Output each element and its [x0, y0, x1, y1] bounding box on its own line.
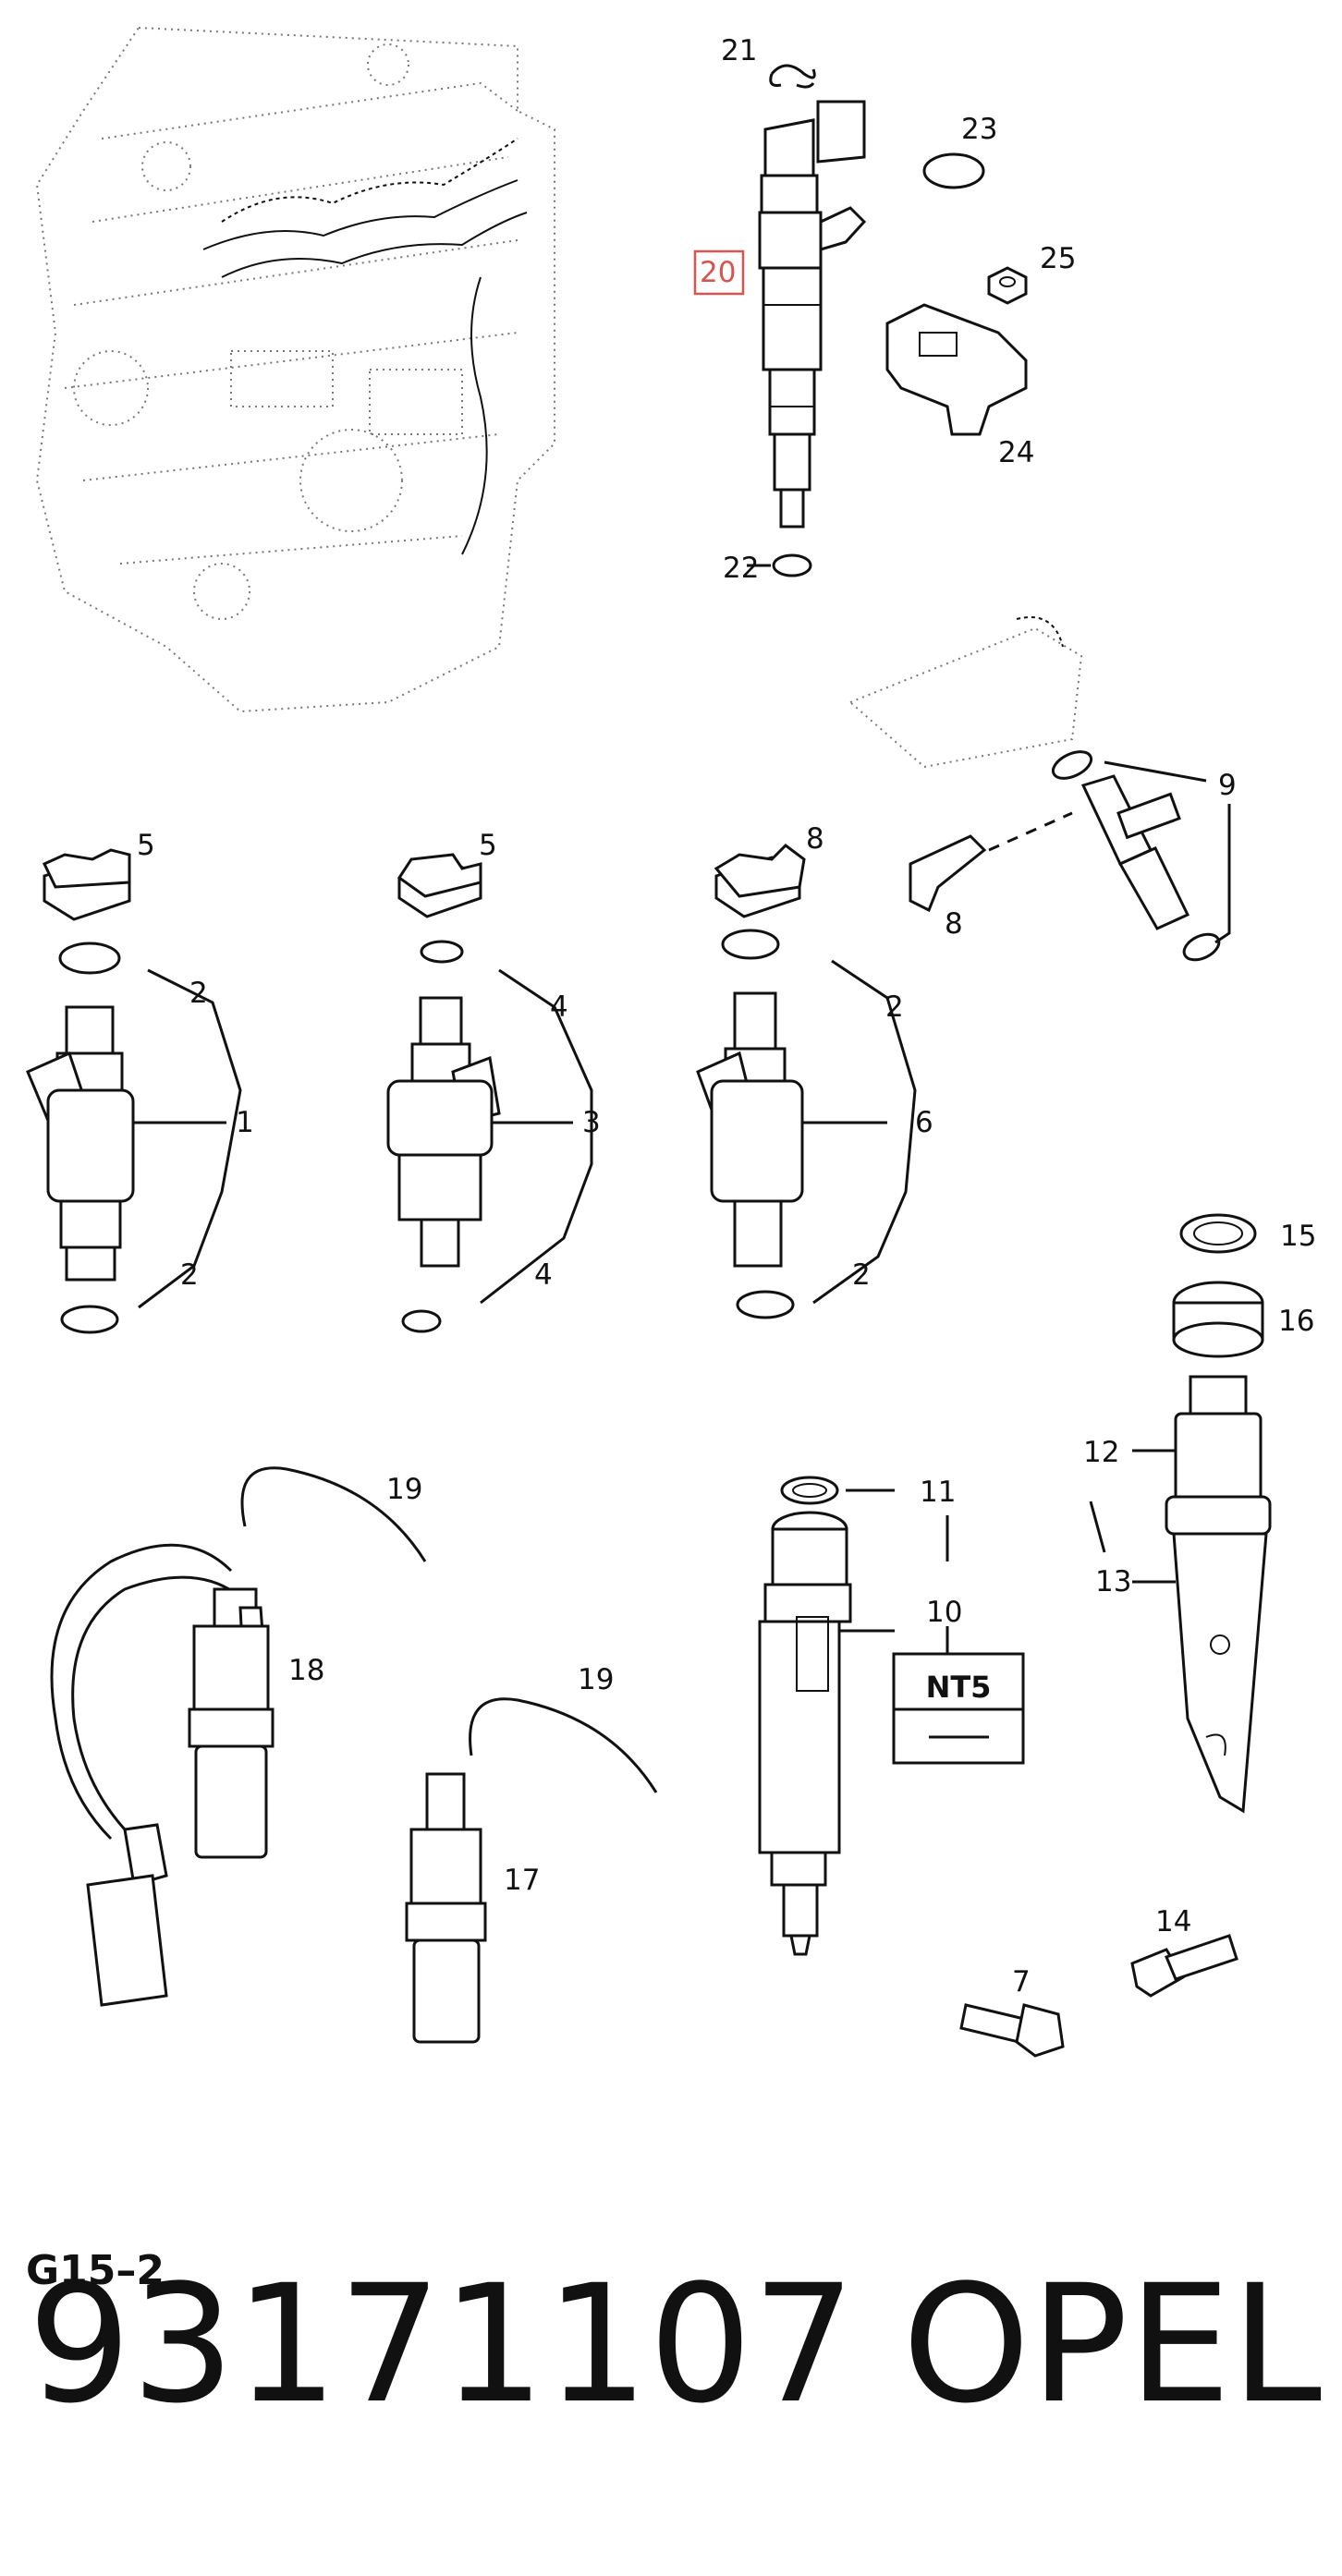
seal-15 — [1179, 1213, 1257, 1254]
injector-3 — [386, 859, 501, 1333]
brand-name: OPEL — [902, 2250, 1322, 2439]
callout-25: 25 — [1040, 242, 1076, 275]
callout-9: 9 — [1218, 769, 1237, 802]
clip-5-left — [42, 848, 131, 889]
clip-21 — [769, 64, 816, 89]
clip-5-middle — [396, 853, 482, 898]
callout-16: 16 — [1278, 1305, 1314, 1338]
sensor-17 — [405, 1772, 487, 2044]
callout-12: 12 — [1083, 1436, 1119, 1469]
callout-2-c: 2 — [885, 990, 904, 1024]
injector-6 — [696, 856, 804, 1319]
callout-18: 18 — [288, 1654, 324, 1687]
common-rail-injector — [758, 100, 867, 529]
injector-10 — [758, 1511, 852, 1956]
part-number-footer: 93171107 OPEL — [28, 2264, 1322, 2426]
callout-11: 11 — [920, 1476, 956, 1509]
bolt-7 — [959, 2003, 1065, 2058]
callout-2-d: 2 — [852, 1258, 871, 1292]
callout-19-bottom: 19 — [578, 1663, 614, 1696]
callout-21: 21 — [721, 34, 757, 67]
clip-8-right — [909, 834, 987, 913]
callout-19-top: 19 — [386, 1473, 422, 1506]
callout-2-a: 2 — [189, 977, 208, 1010]
seal-ring-23 — [922, 152, 985, 189]
clamp-24 — [885, 303, 1028, 436]
callout-22: 22 — [723, 552, 759, 585]
nut-25 — [987, 266, 1028, 305]
callout-14: 14 — [1155, 1905, 1191, 1938]
callout-24: 24 — [998, 436, 1034, 469]
seal-11 — [780, 1476, 839, 1505]
engine-block-illustration — [35, 26, 555, 713]
washer-22 — [772, 553, 812, 577]
callout-2-b: 2 — [180, 1258, 199, 1292]
cable-18 — [50, 1543, 243, 2007]
seal-16 — [1172, 1281, 1264, 1358]
callout-20: 20 — [700, 256, 736, 289]
bolt-14 — [1130, 1934, 1238, 1998]
callout-5-left: 5 — [137, 829, 155, 862]
callout-15: 15 — [1280, 1220, 1316, 1253]
clip-8-left — [714, 844, 806, 898]
callout-23: 23 — [961, 113, 997, 146]
callout-8-right: 8 — [945, 907, 963, 941]
nt5-box — [892, 1652, 1025, 1765]
diagram-code-label: G15–2 — [26, 2247, 165, 2294]
callout-4-a: 4 — [550, 990, 568, 1024]
injector-9 — [1051, 750, 1221, 962]
highlight-box-20 — [693, 249, 745, 296]
injector-1 — [26, 856, 135, 1334]
callout-6: 6 — [915, 1106, 933, 1139]
callout-10: 10 — [926, 1596, 962, 1629]
fuel-rail-illustration — [848, 616, 1083, 769]
callout-1: 1 — [236, 1106, 254, 1139]
hose-19-top — [240, 1466, 427, 1562]
sensor-18 — [188, 1587, 274, 1859]
callout-5-middle: 5 — [479, 829, 497, 862]
callout-7: 7 — [1012, 1965, 1031, 1999]
callout-3: 3 — [582, 1106, 601, 1139]
nt5-label: NT5 — [926, 1670, 992, 1705]
callout-8-left: 8 — [806, 822, 824, 856]
callout-13: 13 — [1095, 1565, 1131, 1598]
hose-19-bottom — [469, 1697, 658, 1793]
callout-17: 17 — [504, 1864, 540, 1897]
part-number: 93171107 — [28, 2250, 856, 2439]
callout-4-b: 4 — [534, 1258, 553, 1292]
injector-body-12 — [1165, 1375, 1272, 1814]
